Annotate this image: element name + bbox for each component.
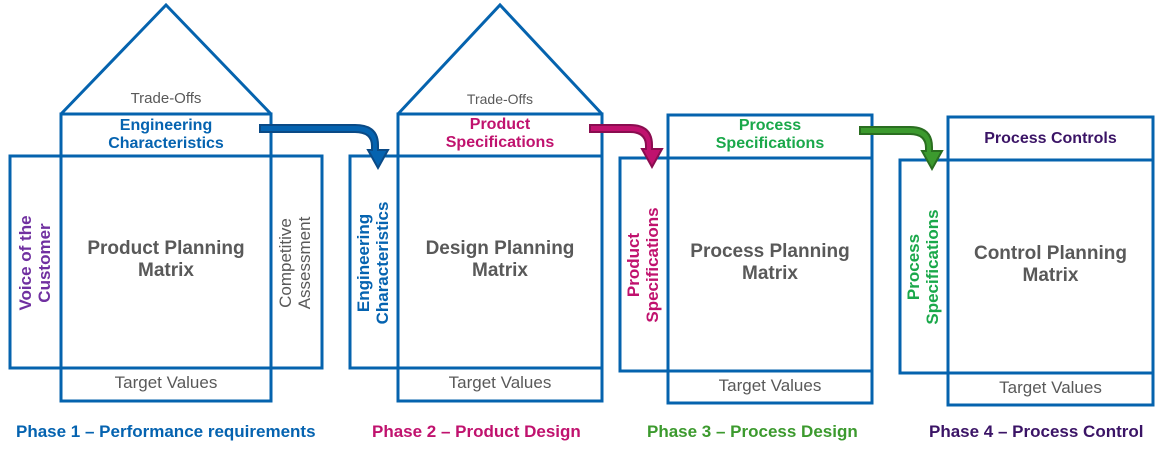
phase-1-right-label: Competitive Assessment: [276, 157, 316, 369]
phase-2-top-column: [396, 112, 604, 403]
phase-3-top-label-line-2: Specifications: [715, 135, 825, 153]
phase-2-matrix-line-2: Matrix: [472, 259, 528, 281]
phase-1-target-values: Target Values: [114, 373, 218, 392]
phase-4-top-label: Process Controls: [948, 130, 1153, 148]
phase-2-left-label-line-1: Engineering: [354, 213, 373, 313]
phase-1-left-label-line-1: Voice of the: [16, 215, 35, 311]
phase-1-roof-label: Trade-Offs: [130, 90, 202, 107]
arrow-phase1-to-phase2-icon: [259, 124, 390, 171]
phase-1-top-label-line-2: Characteristics: [108, 135, 224, 153]
phase-4-caption: Phase 4 – Process Control: [929, 422, 1144, 441]
phase-1-top-label: Engineering Characteristics: [61, 117, 271, 154]
phase-1-matrix-line-1: Product Planning: [87, 238, 245, 259]
phase-2-top-label: Product Specifications: [398, 116, 602, 153]
phase-2-top-label-line-2: Specifications: [445, 134, 555, 152]
phase-3-target-values: Target Values: [718, 376, 822, 395]
phase-4-target-values: Target Values: [999, 378, 1102, 397]
phase-4-matrix-box: [898, 158, 1155, 375]
arrow-phase2-to-phase3-icon: [589, 124, 664, 170]
phase-4-matrix-label: Control Planning Matrix: [948, 243, 1153, 287]
arrow-phase3-to-phase4-icon: [859, 126, 944, 172]
phase-3-matrix-line-1: Process Planning: [690, 241, 850, 262]
phase-2-matrix-label: Design Planning Matrix: [398, 238, 602, 282]
phase-2-roof: [396, 2, 604, 116]
phase-4-top-label-line-1: Process Controls: [984, 130, 1117, 147]
phase-2-left-label-line-2: Characteristics: [373, 201, 393, 325]
phase-3-left-label-line-1: Product: [624, 232, 643, 298]
phase-2-matrix-box: [348, 154, 604, 370]
phase-1-right-label-line-2: Assessment: [295, 216, 315, 310]
phase-4-left-label-line-1: Process: [904, 233, 923, 301]
phase-3-shapes: [618, 113, 874, 405]
phase-3-top-label-line-1: Process: [738, 117, 802, 134]
phase-2-matrix-line-1: Design Planning: [425, 238, 575, 259]
phase-1-left-label-line-2: Customer: [35, 223, 55, 303]
phase-4-shapes: [898, 115, 1155, 407]
phase-1-matrix-line-2: Matrix: [138, 259, 194, 281]
phase-3-matrix-box: [618, 156, 874, 373]
phase-2-target-values: Target Values: [448, 373, 552, 392]
phase-1-left-label: Voice of the Customer: [16, 157, 56, 369]
phase-4-matrix-line-1: Control Planning: [973, 243, 1128, 264]
phase-2-caption: Phase 2 – Product Design: [372, 422, 581, 441]
phase-2-shapes: [348, 2, 604, 403]
phase-4-matrix-line-2: Matrix: [1022, 264, 1079, 286]
phase-4-left-label: Process Specifications: [904, 161, 944, 373]
phase-3-top-column: [666, 113, 874, 405]
phase-2-left-label: Engineering Characteristics: [354, 157, 394, 369]
phase-4-left-label-line-2: Specifications: [923, 209, 943, 325]
phase-3-caption: Phase 3 – Process Design: [647, 422, 858, 441]
phase-2-top-label-line-1: Product: [469, 116, 531, 133]
phase-1-top-column: [59, 112, 273, 403]
phase-1-right-label-line-1: Competitive: [276, 218, 295, 308]
phase-1-shapes: [8, 2, 324, 403]
phase-3-matrix-line-2: Matrix: [742, 262, 798, 284]
phase-1-caption: Phase 1 – Performance requirements: [16, 422, 316, 441]
phase-1-matrix-box: [8, 154, 324, 370]
phase-1-matrix-label: Product Planning Matrix: [61, 238, 271, 282]
phase-3-matrix-label: Process Planning Matrix: [668, 241, 872, 285]
phase-3-left-label-line-2: Specifications: [643, 207, 663, 323]
phase-1-top-label-line-1: Engineering: [119, 117, 213, 134]
phase-2-roof-label: Trade-Offs: [466, 91, 534, 107]
phase-1-roof: [59, 2, 273, 116]
phase-3-left-label: Product Specifications: [624, 159, 664, 371]
phase-3-top-label: Process Specifications: [668, 117, 872, 154]
